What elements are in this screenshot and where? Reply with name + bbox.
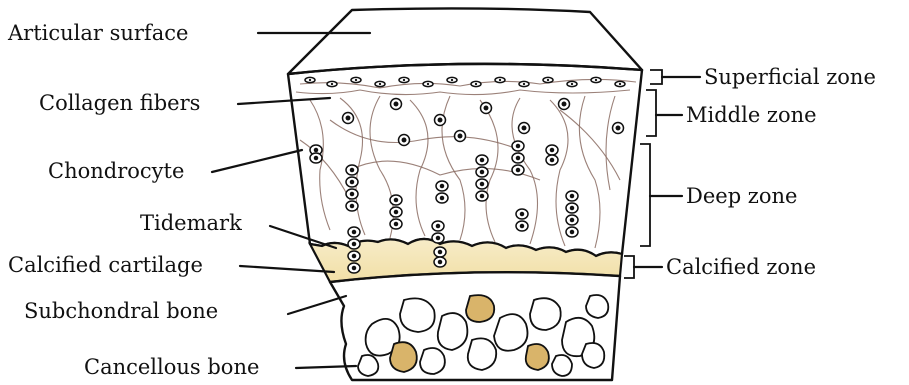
label-calcified-zone: Calcified zone bbox=[666, 255, 816, 279]
cancellous-pores bbox=[358, 295, 608, 376]
label-cancellous-bone: Cancellous bone bbox=[84, 355, 259, 379]
label-chondrocyte: Chondrocyte bbox=[48, 159, 184, 183]
leader-tidemark bbox=[270, 226, 336, 248]
label-calcified-cartilage: Calcified cartilage bbox=[8, 253, 203, 277]
label-collagen-fibers: Collagen fibers bbox=[39, 91, 200, 115]
leader-subchondral-bone bbox=[288, 296, 346, 314]
label-subchondral-bone: Subchondral bone bbox=[24, 299, 218, 323]
bracket-middle-zone bbox=[646, 90, 656, 136]
label-superficial-zone: Superficial zone bbox=[704, 65, 876, 89]
bracket-superficial-zone bbox=[650, 70, 662, 84]
leader-chondrocyte bbox=[212, 150, 302, 172]
bracket-calcified-zone bbox=[624, 256, 634, 278]
label-deep-zone: Deep zone bbox=[686, 184, 797, 208]
label-middle-zone: Middle zone bbox=[686, 103, 817, 127]
label-articular-surface: Articular surface bbox=[7, 21, 188, 45]
bracket-deep-zone bbox=[640, 144, 650, 246]
collagen-fibers-art bbox=[296, 79, 636, 248]
right-brackets bbox=[624, 70, 700, 278]
leader-calcified-cartilage bbox=[240, 266, 334, 272]
label-tidemark: Tidemark bbox=[140, 211, 242, 235]
leader-collagen-fibers bbox=[238, 98, 330, 104]
